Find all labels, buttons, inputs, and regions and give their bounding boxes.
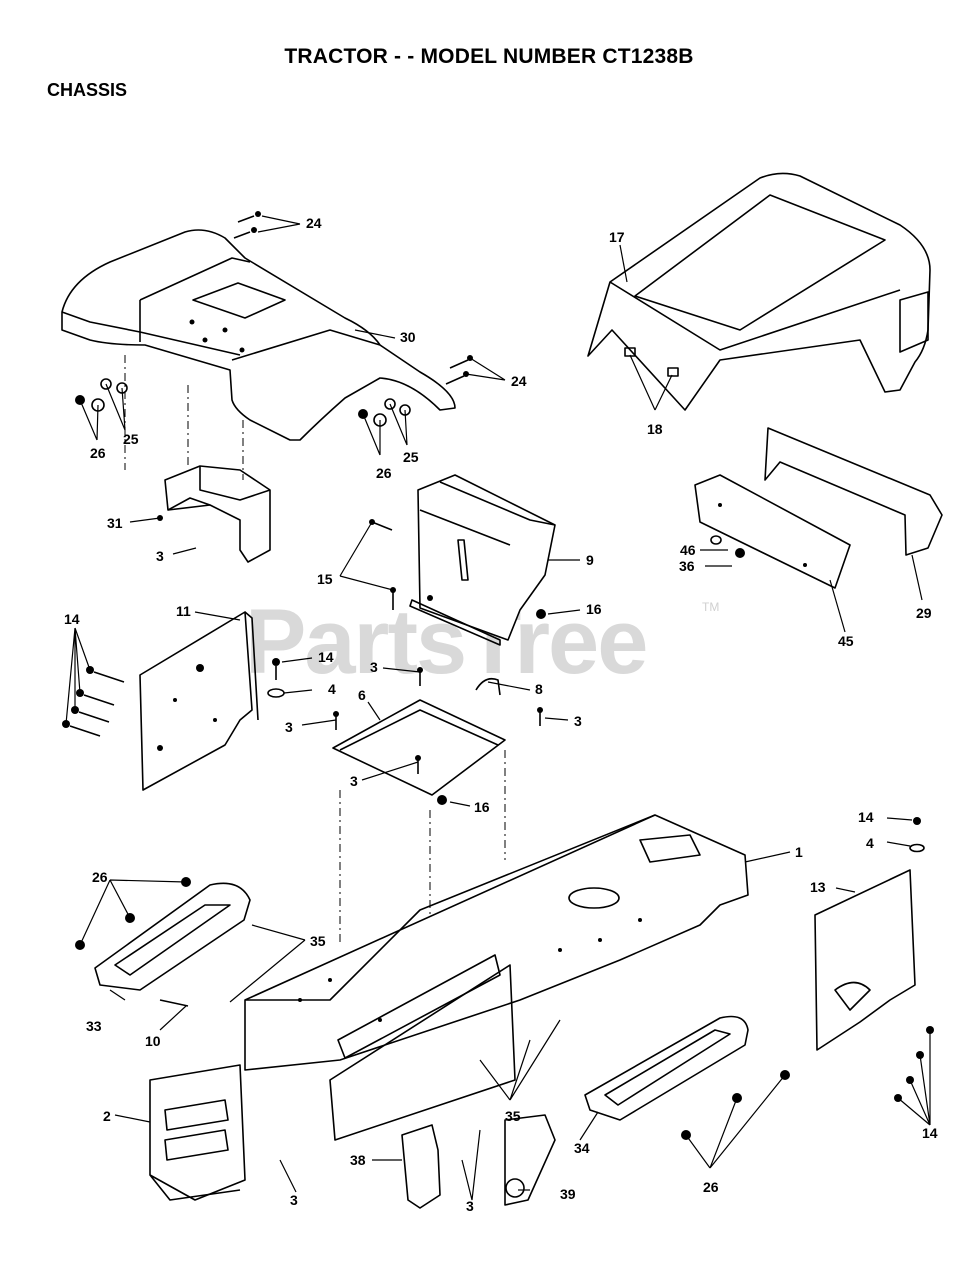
callout-36: 36 — [679, 558, 695, 574]
callout-30: 30 — [400, 329, 416, 345]
callout-11: 11 — [176, 603, 191, 619]
left-side-panel-part[interactable] — [139, 611, 259, 791]
callout-14: 14 — [64, 611, 80, 627]
callout-33: 33 — [86, 1018, 102, 1034]
bracket-38-part[interactable] — [401, 1124, 441, 1209]
callout-3: 3 — [370, 659, 378, 675]
callout-16: 16 — [474, 799, 490, 815]
callout-29: 29 — [916, 605, 932, 621]
callout-10: 10 — [145, 1033, 161, 1049]
callout-13: 13 — [810, 879, 826, 895]
screws-14-left[interactable] — [62, 666, 125, 737]
clip-8[interactable] — [475, 677, 501, 696]
screw-14-washer-4[interactable] — [267, 658, 285, 698]
callout-26: 26 — [92, 869, 108, 885]
fender-bracket-part[interactable] — [157, 465, 271, 563]
callout-4: 4 — [328, 681, 336, 697]
left-footrest-part[interactable] — [94, 882, 251, 991]
callout-15: 15 — [317, 571, 333, 587]
hardware-46-36[interactable] — [710, 535, 745, 558]
callout-16: 16 — [586, 601, 602, 617]
callout-25: 25 — [123, 431, 139, 447]
watermark-trademark: TM — [702, 600, 720, 614]
callout-26: 26 — [703, 1179, 719, 1195]
main-frame-part[interactable] — [244, 814, 749, 1141]
callout-14: 14 — [858, 809, 874, 825]
callout-26: 26 — [90, 445, 106, 461]
screws-3-plate[interactable] — [333, 667, 543, 774]
nut-16-upper[interactable] — [536, 609, 546, 619]
callout-14: 14 — [318, 649, 334, 665]
floor-plate-part[interactable] — [332, 699, 506, 796]
screw-24-right[interactable] — [445, 355, 473, 385]
front-bracket-part[interactable] — [149, 1064, 246, 1201]
hood-part[interactable] — [587, 172, 931, 411]
callout-9: 9 — [586, 552, 594, 568]
section-title: CHASSIS — [47, 80, 128, 100]
callout-1: 1 — [795, 844, 803, 860]
callout-25: 25 — [403, 449, 419, 465]
callout-35: 35 — [310, 933, 326, 949]
callout-3: 3 — [574, 713, 582, 729]
callout-31: 31 — [107, 515, 123, 531]
callout-3: 3 — [285, 719, 293, 735]
callout-26: 26 — [376, 465, 392, 481]
callout-3: 3 — [350, 773, 358, 789]
hardware-25-26-right[interactable] — [358, 398, 411, 427]
screw-15[interactable] — [369, 519, 396, 610]
callout-labels: 24 17 30 24 25 26 18 25 26 31 46 3 9 36 … — [64, 215, 938, 1214]
callout-2: 2 — [103, 1108, 111, 1124]
callout-14: 14 — [922, 1125, 938, 1141]
bracket-39-part[interactable] — [504, 1114, 556, 1206]
callout-45: 45 — [838, 633, 854, 649]
callout-39: 39 — [560, 1186, 576, 1202]
screw-24-top[interactable] — [233, 211, 261, 239]
brace-45-part[interactable] — [694, 474, 851, 589]
right-side-panel-part[interactable] — [814, 869, 916, 1051]
callout-3: 3 — [466, 1198, 474, 1214]
leader-lines — [65, 215, 931, 1201]
nut-16-lower[interactable] — [437, 795, 447, 805]
callout-8: 8 — [535, 681, 543, 697]
right-footrest-part[interactable] — [584, 1015, 749, 1121]
callout-3: 3 — [290, 1192, 298, 1208]
callout-24: 24 — [511, 373, 527, 389]
right-footrest-hardware[interactable] — [681, 1070, 790, 1140]
callout-3: 3 — [156, 548, 164, 564]
callout-18: 18 — [647, 421, 663, 437]
callout-24: 24 — [306, 215, 322, 231]
callout-6: 6 — [358, 687, 366, 703]
diagram-title: TRACTOR - - MODEL NUMBER CT1238B — [284, 45, 694, 68]
callout-4: 4 — [866, 835, 874, 851]
dash-panel-part[interactable] — [409, 474, 556, 646]
callout-46: 46 — [680, 542, 696, 558]
callout-35: 35 — [505, 1108, 521, 1124]
callout-34: 34 — [574, 1140, 590, 1156]
grille-part[interactable] — [764, 427, 943, 556]
rear-fender-part[interactable] — [61, 229, 456, 441]
callout-17: 17 — [609, 229, 625, 245]
callout-38: 38 — [350, 1152, 366, 1168]
